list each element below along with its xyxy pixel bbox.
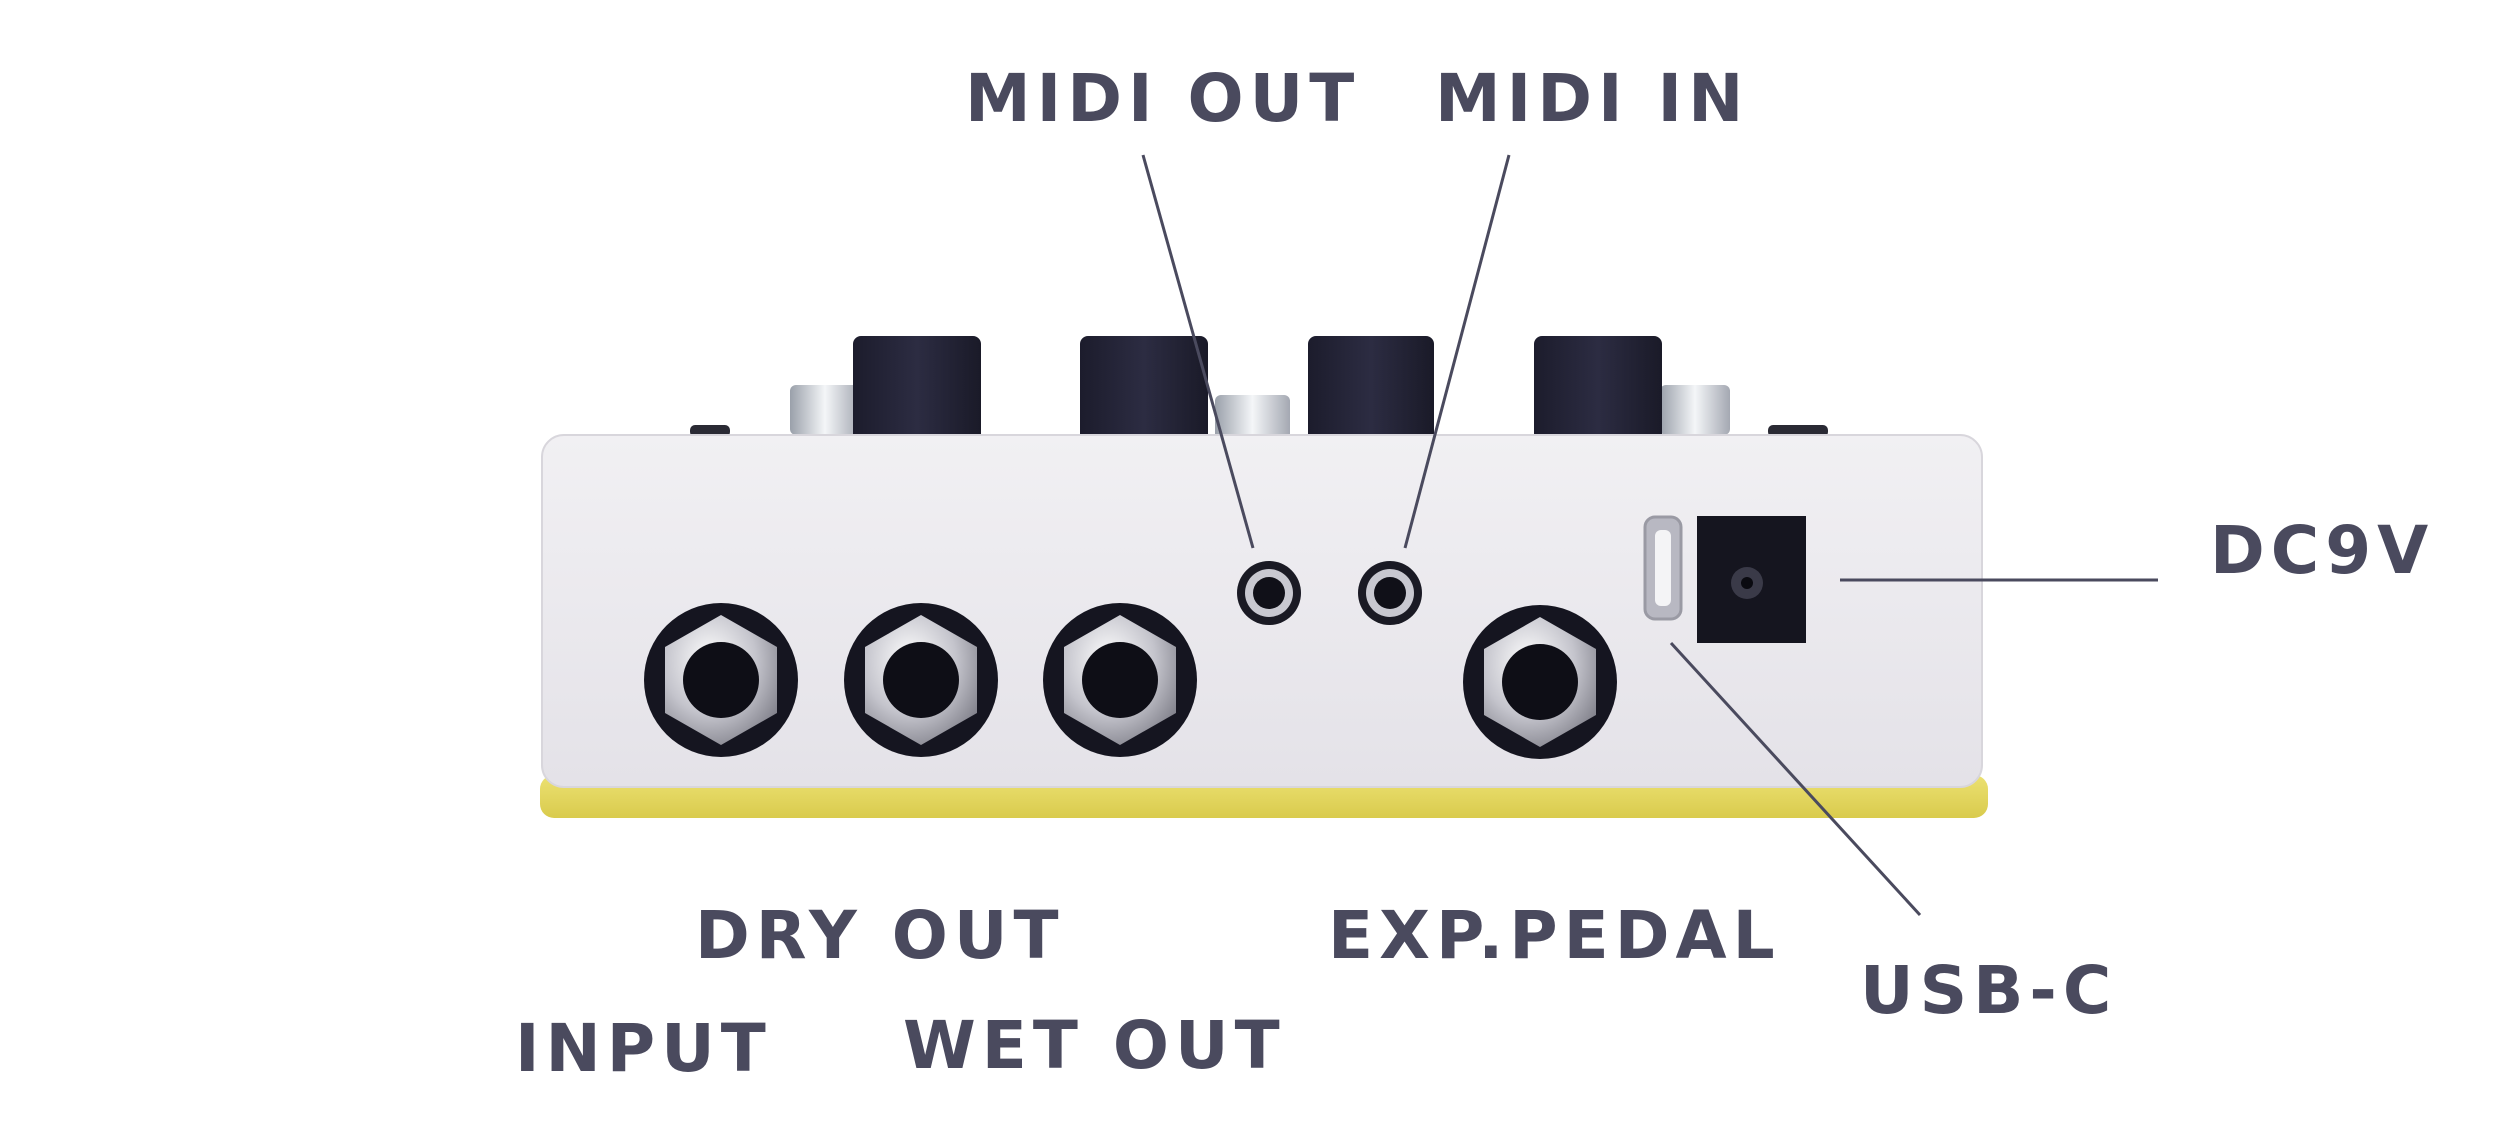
knob-2 xyxy=(1080,336,1208,442)
midi-in-jack xyxy=(1358,561,1422,625)
usb-c-label: USB-C xyxy=(1860,952,2118,1029)
leader-midi-in xyxy=(1403,154,1511,549)
usb-c-port xyxy=(1643,515,1683,621)
dc-power-port xyxy=(1697,516,1806,643)
dc9v-label: DC9V xyxy=(2210,512,2435,589)
knobs xyxy=(853,336,1662,442)
input-jack xyxy=(644,603,798,757)
knob-3 xyxy=(1308,336,1434,442)
wet-out-label: WET OUT xyxy=(903,1007,1286,1084)
leader-lines xyxy=(1141,154,2158,917)
leader-midi-out xyxy=(1141,154,1255,549)
footswitch-posts xyxy=(690,385,1828,440)
midi-in-label: MIDI IN xyxy=(1435,60,1750,137)
leader-usb-c xyxy=(1669,641,1922,917)
wet-out-jack xyxy=(1043,603,1197,757)
exp-pedal-label: EXP.PEDAL xyxy=(1328,897,1781,974)
dry-out-jack xyxy=(844,603,998,757)
input-label: INPUT xyxy=(515,1010,772,1087)
knob-4 xyxy=(1534,336,1662,442)
dry-out-label: DRY OUT xyxy=(695,897,1065,974)
midi-out-jack xyxy=(1237,561,1301,625)
midi-out-label: MIDI OUT xyxy=(965,60,1361,137)
exp-pedal-jack xyxy=(1463,605,1617,759)
knob-1 xyxy=(853,336,981,442)
